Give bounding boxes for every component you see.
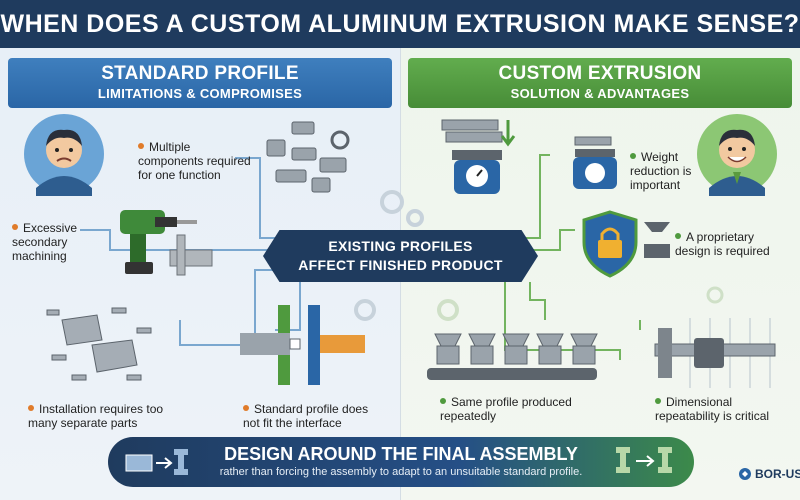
right-item-4: Dimensional repeatability is critical [655,395,770,423]
standard-profile-banner: STANDARD PROFILE LIMITATIONS & COMPROMIS… [8,58,392,108]
standard-profile-subtitle: LIMITATIONS & COMPROMISES [97,86,303,101]
bullet-icon [440,398,446,404]
bullet-icon [12,224,18,230]
bullet-icon [243,405,249,411]
left-item-4: Standard profile does not fit the interf… [243,402,369,430]
components-icon [266,121,350,193]
brand-name: BOR-USA [755,467,800,481]
custom-extrusion-title: CUSTOM EXTRUSION [498,63,702,84]
drill-icon [120,210,213,276]
happy-person-icon [697,114,777,196]
right-item-2: A proprietary design is required [675,230,770,258]
shield-lock-icon [582,210,638,278]
footer-subtitle: rather than forcing the assembly to adap… [219,466,583,478]
brand-mark-icon [739,468,751,480]
scale-icon [441,119,516,194]
bullet-icon [138,143,144,149]
center-callout: EXISTING PROFILES AFFECT FINISHED PRODUC… [263,230,538,282]
center-line-1: EXISTING PROFILES [328,238,473,254]
profile-transform-icon [125,449,188,475]
right-item-3: Same profile produced repeatedly [440,395,572,423]
worried-person-icon [24,114,104,196]
bullet-icon [28,405,34,411]
left-item-2: Excessive secondary machining [12,221,78,263]
right-item-1: Weight reduction is important [630,150,692,192]
bullet-icon [630,153,636,159]
scale-icon [573,136,617,189]
gear-icon [354,299,376,321]
custom-extrusion-subtitle: SOLUTION & ADVANTAGES [510,86,690,101]
left-item-3: Installation requires too many separate … [28,402,164,430]
center-line-2: AFFECT FINISHED PRODUCT [298,257,503,273]
bullet-icon [675,233,681,239]
brand-logo: BOR-USA [738,467,800,481]
left-item-1: Multiple components required for one fun… [138,140,251,182]
gear-icon [437,299,459,321]
misfit-profile-icon [240,305,365,385]
bullet-icon [655,398,661,404]
conveyor-icon [427,333,598,380]
footer-banner: DESIGN AROUND THE FINAL ASSEMBLY rather … [108,437,694,487]
page-title: WHEN DOES A CUSTOM ALUMINUM EXTRUSION MA… [0,9,800,38]
gear-icon [380,190,424,227]
standard-profile-title: STANDARD PROFILE [101,63,299,84]
caliper-icon [654,318,776,388]
title-bar: WHEN DOES A CUSTOM ALUMINUM EXTRUSION MA… [0,0,800,48]
profile-transform-icon [616,447,672,473]
footer-title: DESIGN AROUND THE FINAL ASSEMBLY [224,444,578,464]
custom-extrusion-banner: CUSTOM EXTRUSION SOLUTION & ADVANTAGES [408,58,792,108]
profile-shape-icon [644,222,670,258]
gear-icon [706,286,724,304]
bolts-icon [46,307,152,381]
